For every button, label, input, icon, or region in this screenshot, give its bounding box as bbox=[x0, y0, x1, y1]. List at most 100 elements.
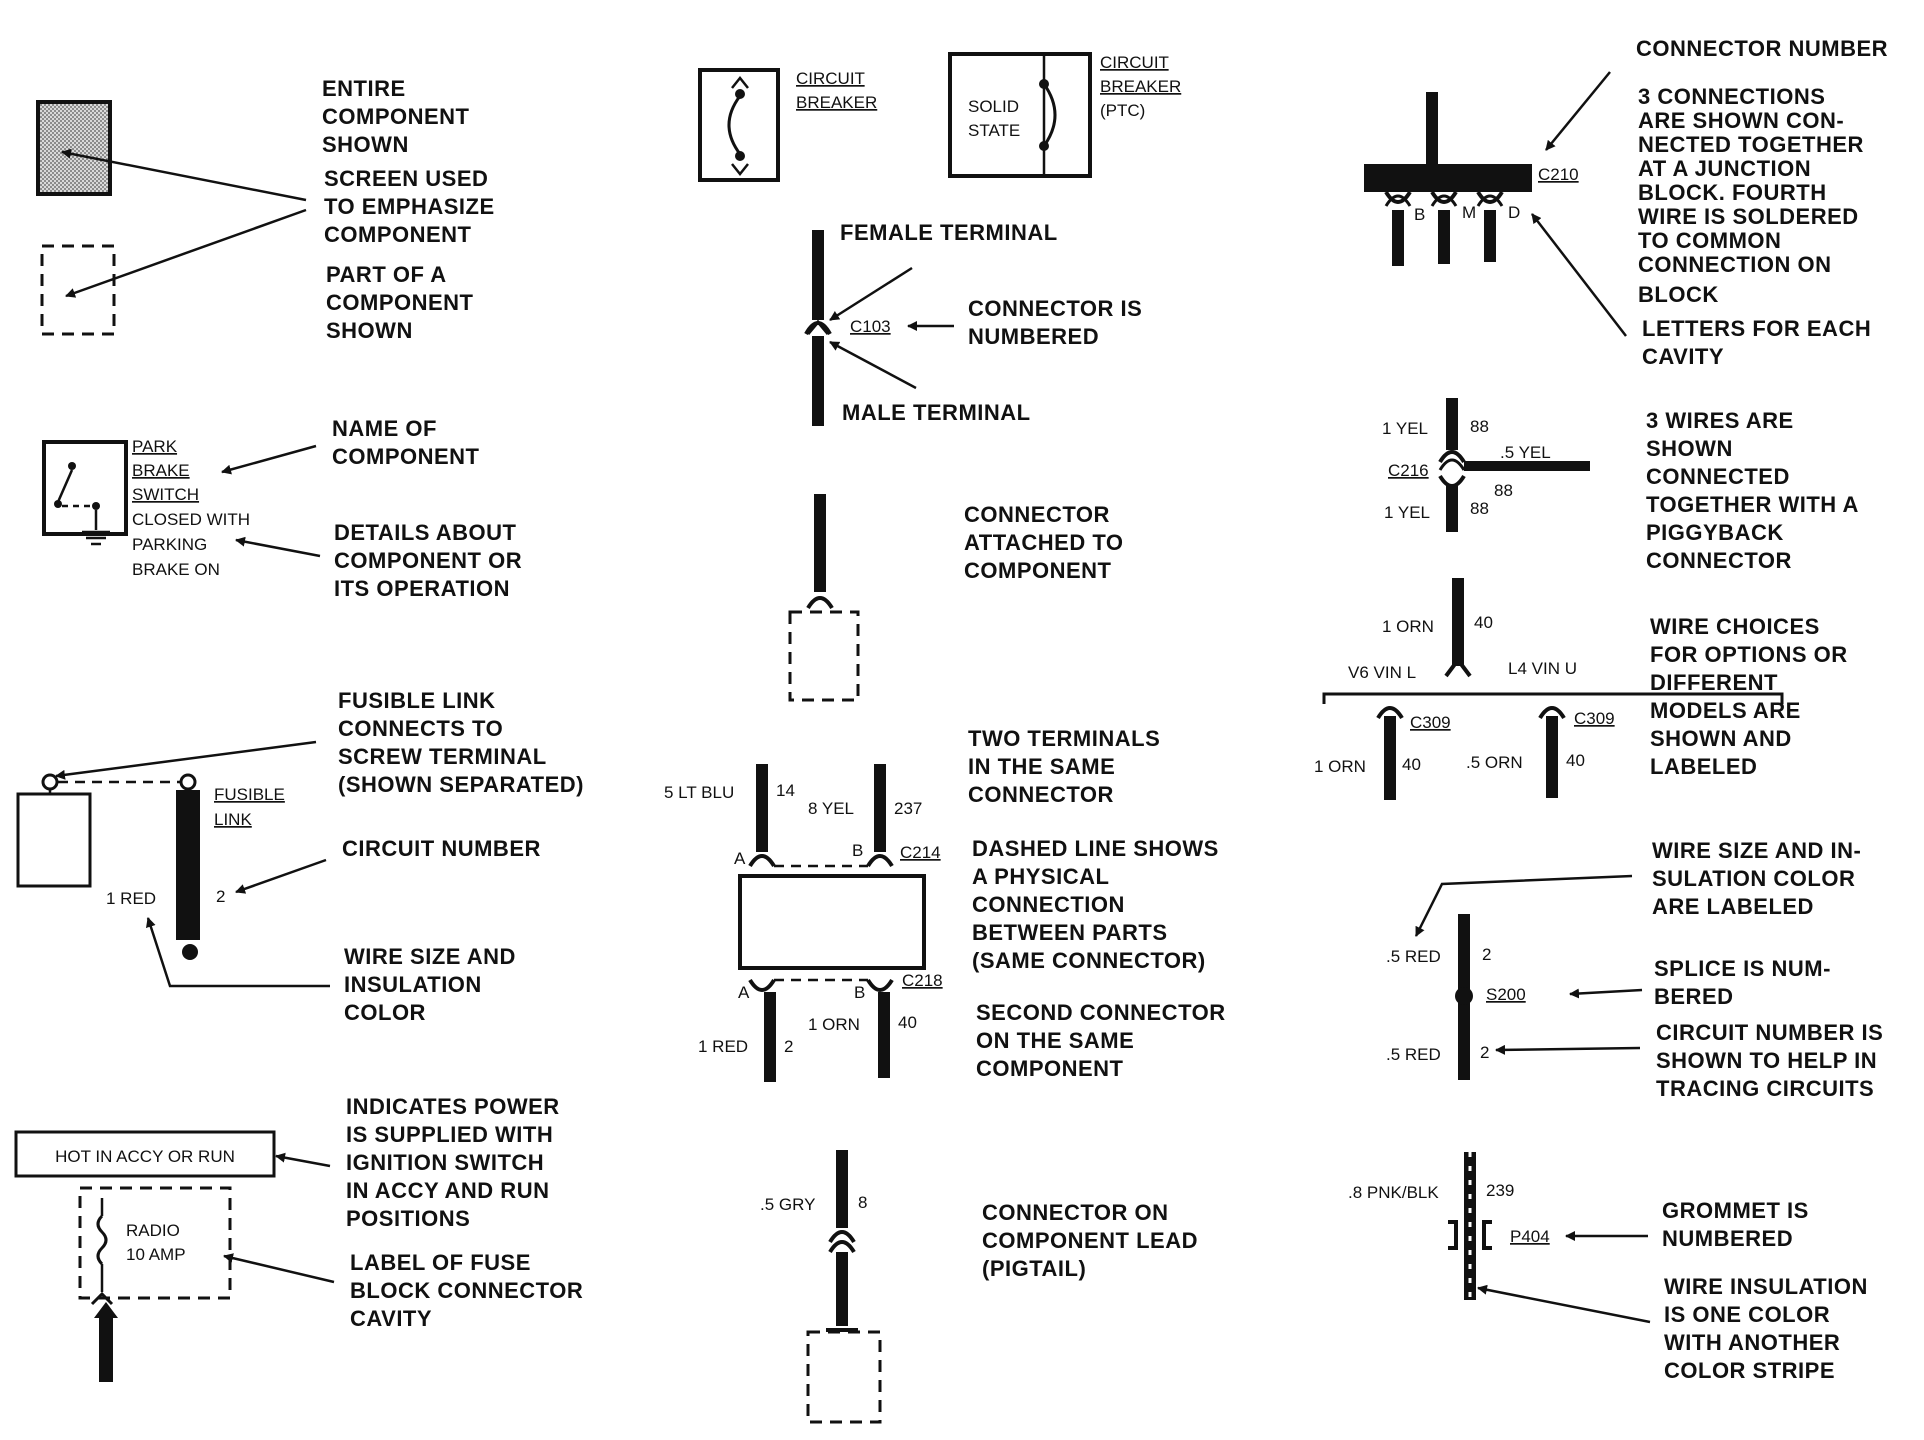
fusible-link-label: FUSIBLE LINK bbox=[214, 785, 290, 829]
caption-wire-choices: WIRE CHOICES FOR OPTIONS OR DIFFERENT MO… bbox=[1650, 614, 1854, 779]
one-yel-bottom-label: 1 YEL bbox=[1384, 503, 1430, 522]
circuit-number-shown-arrow bbox=[1495, 1044, 1641, 1055]
caption-connector-on-lead: CONNECTOR ON COMPONENT LEAD (PIGTAIL) bbox=[982, 1200, 1205, 1281]
one-orn-top-label: 1 ORN bbox=[1382, 617, 1434, 636]
cavity-m-label: M bbox=[1462, 203, 1476, 222]
wire-size-arrow bbox=[146, 917, 330, 988]
caption-connector-numbered: CONNECTOR IS NUMBERED bbox=[968, 296, 1149, 349]
caption-label-of-fuse: LABEL OF FUSE BLOCK CONNECTOR CAVITY bbox=[350, 1250, 590, 1331]
forty-left-label: 40 bbox=[1402, 755, 1421, 774]
ten-amp-label: 10 AMP bbox=[126, 1245, 186, 1264]
wire-size-labeled-arrow bbox=[1414, 874, 1633, 937]
name-arrow bbox=[221, 444, 317, 475]
caption-details-about: DETAILS ABOUT COMPONENT OR ITS OPERATION bbox=[334, 520, 529, 601]
caption-female-terminal: FEMALE TERMINAL bbox=[840, 220, 1058, 245]
c216-label: C216 bbox=[1388, 461, 1429, 480]
radio-fuse-symbol bbox=[78, 1186, 232, 1382]
five-gry-label: .5 GRY bbox=[760, 1195, 815, 1214]
cavity-d-label: D bbox=[1508, 203, 1520, 222]
forty-top-label: 40 bbox=[1474, 613, 1493, 632]
caption-second-connector: SECOND CONNECTOR ON THE SAME COMPONENT bbox=[976, 1000, 1232, 1081]
male-arrow bbox=[829, 340, 917, 390]
caption-three-wires: 3 WIRES ARE SHOWN CONNECTED TOGETHER WIT… bbox=[1646, 408, 1865, 573]
caption-part-of-component: PART OF A COMPONENT SHOWN bbox=[326, 262, 480, 343]
eight-pnk-blk-label: .8 PNK/BLK bbox=[1348, 1183, 1439, 1202]
s200-splice-symbol bbox=[1455, 914, 1473, 1080]
eighty-eight-bottom-label: 88 bbox=[1470, 499, 1489, 518]
one-red-mid-label: 1 RED bbox=[698, 1037, 748, 1056]
eighty-eight-top-label: 88 bbox=[1470, 417, 1489, 436]
ptc-breaker-symbol bbox=[948, 52, 1092, 178]
c103-label: C103 bbox=[850, 317, 891, 336]
eight-yel-label: 8 YEL bbox=[808, 799, 854, 818]
one-yel-top-label: 1 YEL bbox=[1382, 419, 1428, 438]
hot-in-accy-label: HOT IN ACCY OR RUN bbox=[55, 1147, 235, 1166]
c216-piggyback-symbol bbox=[1438, 398, 1590, 532]
two-label: 2 bbox=[216, 887, 225, 906]
forty-right-label: 40 bbox=[1566, 751, 1585, 770]
fourteen-label: 14 bbox=[776, 781, 795, 800]
two-three-nine-label: 239 bbox=[1486, 1181, 1514, 1200]
caption-fusible-link-connects: FUSIBLE LINK CONNECTS TO SCREW TERMINAL … bbox=[338, 688, 584, 797]
cavity-letters-arrow bbox=[1531, 213, 1627, 337]
terminal-a-bottom-label: A bbox=[738, 983, 750, 1002]
two-mid-label: 2 bbox=[784, 1037, 793, 1056]
hot-in-accy-box bbox=[14, 1130, 276, 1178]
half-orn-label: .5 ORN bbox=[1466, 753, 1523, 772]
caption-letters-for-cavity: LETTERS FOR EACH CAVITY bbox=[1642, 316, 1878, 369]
p404-label: P404 bbox=[1510, 1227, 1550, 1246]
c103-connector-symbol bbox=[804, 230, 832, 426]
caption-name-of-component: NAME OF COMPONENT bbox=[332, 416, 480, 469]
c210-label: C210 bbox=[1538, 165, 1579, 184]
s200-label: S200 bbox=[1486, 985, 1526, 1004]
c214-label: C214 bbox=[900, 843, 941, 862]
caption-grommet-numbered: GROMMET IS NUMBERED bbox=[1662, 1198, 1815, 1251]
c309-right-label: C309 bbox=[1574, 709, 1615, 728]
circuit-number-arrow bbox=[235, 858, 327, 894]
park-brake-switch-symbol bbox=[42, 440, 128, 546]
forty-label: 40 bbox=[898, 1013, 917, 1032]
circuit-breaker-symbol bbox=[698, 68, 780, 182]
fuse-label-arrow bbox=[223, 1253, 335, 1284]
eight-label: 8 bbox=[858, 1193, 867, 1212]
half-red-bottom-label: .5 RED bbox=[1386, 1045, 1441, 1064]
stripe-arrow bbox=[1477, 1284, 1651, 1324]
part-of-component-symbol bbox=[40, 244, 116, 336]
terminal-a-top-label: A bbox=[734, 849, 746, 868]
connector-number-arrow bbox=[1545, 71, 1611, 151]
two-bottom-label: 2 bbox=[1480, 1043, 1489, 1062]
c210-junction-block-symbol bbox=[1364, 92, 1532, 266]
one-red-label: 1 RED bbox=[106, 889, 156, 908]
solid-state-label: SOLID STATE bbox=[968, 97, 1024, 140]
caption-wire-insulation: WIRE INSULATION IS ONE COLOR WITH ANOTHE… bbox=[1664, 1274, 1874, 1383]
caption-connector-attached: CONNECTOR ATTACHED TO COMPONENT bbox=[964, 502, 1130, 583]
two-top-label: 2 bbox=[1482, 945, 1491, 964]
caption-circuit-number-shown: CIRCUIT NUMBER IS SHOWN TO HELP IN TRACI… bbox=[1656, 1020, 1890, 1101]
female-arrow bbox=[829, 266, 913, 322]
caption-two-terminals: TWO TERMINALS IN THE SAME CONNECTOR bbox=[968, 726, 1167, 807]
c214-c218-component-symbol bbox=[738, 764, 926, 1082]
splice-arrow bbox=[1569, 988, 1643, 999]
screen-arrow-2 bbox=[65, 208, 307, 298]
caption-screen-used: SCREEN USED TO EMPHASIZE COMPONENT bbox=[324, 166, 501, 247]
terminal-b-bottom-label: B bbox=[854, 983, 865, 1002]
one-orn-label: 1 ORN bbox=[808, 1015, 860, 1034]
half-red-top-label: .5 RED bbox=[1386, 947, 1441, 966]
entire-component-symbol bbox=[36, 100, 112, 196]
one-orn-left-label: 1 ORN bbox=[1314, 757, 1366, 776]
park-brake-switch-label: PARK BRAKE SWITCH bbox=[132, 437, 199, 504]
five-lt-blu-label: 5 LT BLU bbox=[664, 783, 734, 802]
caption-wire-size-labeled: WIRE SIZE AND IN- SULATION COLOR ARE LAB… bbox=[1652, 838, 1868, 919]
caption-male-terminal: MALE TERMINAL bbox=[842, 400, 1031, 425]
caption-entire-component: ENTIRE COMPONENT SHOWN bbox=[322, 76, 476, 157]
circuit-breaker-ptc-label: CIRCUIT BREAKER (PTC) bbox=[1100, 53, 1186, 120]
circuit-breaker-label: CIRCUIT BREAKER bbox=[796, 69, 877, 112]
cavity-b-label: B bbox=[1414, 205, 1425, 224]
c309-wire-choices-symbol bbox=[1322, 578, 1784, 800]
v6-vin-l-label: V6 VIN L bbox=[1348, 663, 1416, 682]
caption-indicates-power: INDICATES POWER IS SUPPLIED WITH IGNITIO… bbox=[346, 1094, 566, 1231]
power-arrow bbox=[275, 1152, 331, 1168]
caption-dashed-line: DASHED LINE SHOWS A PHYSICAL CONNECTION … bbox=[972, 836, 1225, 973]
caption-three-connections: 3 CONNECTIONS ARE SHOWN CON- NECTED TOGE… bbox=[1638, 84, 1871, 307]
